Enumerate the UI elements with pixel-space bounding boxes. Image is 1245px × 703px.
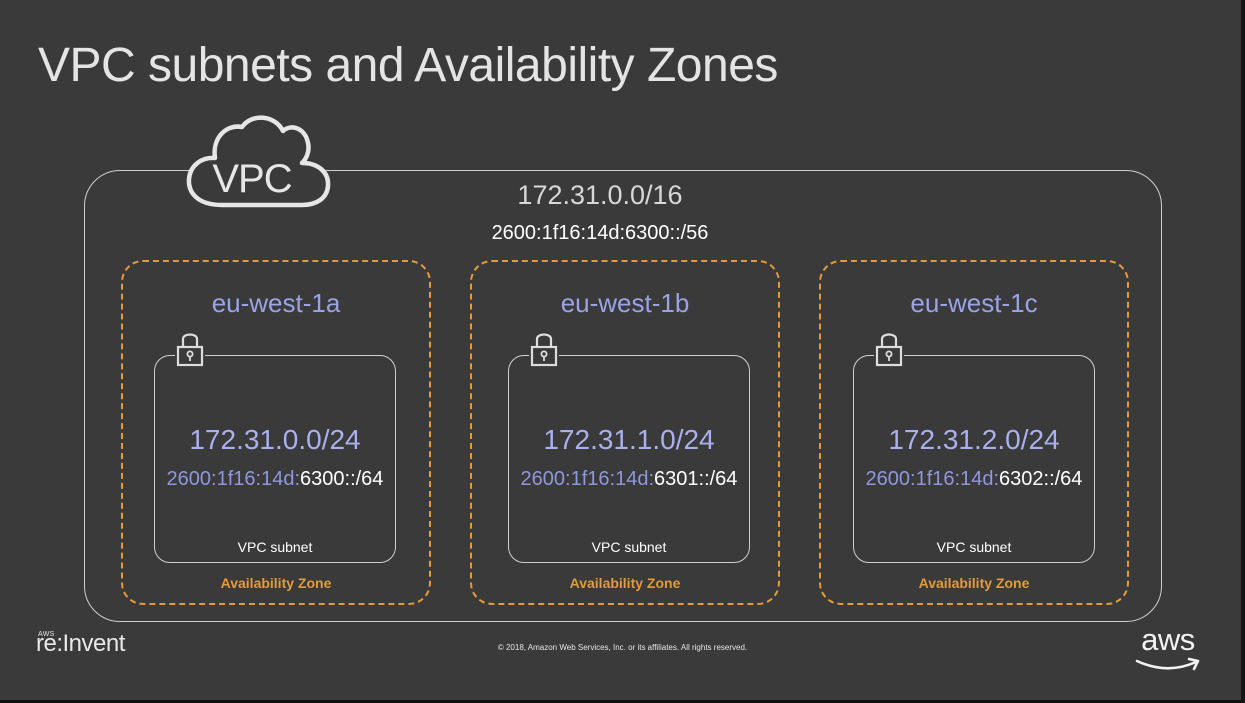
az-label: Availability Zone [918,575,1030,591]
subnet-ipv4-cidr: 172.31.1.0/24 [543,424,715,455]
az-label: Availability Zone [569,575,681,591]
right-edge [1241,0,1245,703]
slide-title: VPC subnets and Availability Zones [38,39,778,92]
az-name: eu-west-1b [560,288,690,318]
lock-icon [175,329,205,369]
bottom-edge [0,700,1245,703]
subnet-ipv4-cidr: 172.31.2.0/24 [888,424,1060,455]
subnet-ipv6-prefix: 2600:1f16:14d: [166,468,301,490]
subnet-label: VPC subnet [237,539,313,555]
vpc-cloud-icon: VPC [186,115,331,208]
reinvent-logo-aws: AWS [38,631,55,638]
subnet-ipv6-suffix: 6301::/64 [654,468,738,490]
reinvent-logo-text: re:Invent [36,630,125,657]
lock-icon [874,329,904,369]
subnet-ipv6-cidr: 2600:1f16:14d:6302::/64 [844,468,1104,491]
az-label: Availability Zone [220,575,332,591]
aws-logo-text: aws [1141,622,1195,657]
subnet-ipv6-prefix: 2600:1f16:14d: [865,468,1000,490]
availability-zone-a: eu-west-1a 172.31.0.0/24 2600:1f16:14d:6… [121,260,431,605]
availability-zone-c: eu-west-1c 172.31.2.0/24 2600:1f16:14d:6… [819,260,1129,605]
vpc-boundary [84,170,1162,622]
subnet-ipv4-cidr: 172.31.0.0/24 [189,424,361,455]
vpc-subnet-c: 172.31.2.0/24 2600:1f16:14d:6302::/64 VP… [853,329,1095,563]
aws-logo: aws [1130,622,1206,678]
subnet-ipv6-cidr: 2600:1f16:14d:6300::/64 [145,468,405,491]
copyright-notice: © 2018, Amazon Web Services, Inc. or its… [497,643,748,652]
aws-smile-icon [1135,657,1200,671]
vpc-icon-label: VPC [212,157,291,201]
subnet-ipv6-suffix: 6302::/64 [999,468,1083,490]
az-name: eu-west-1a [211,288,341,318]
subnet-label: VPC subnet [591,539,667,555]
subnet-ipv6-cidr: 2600:1f16:14d:6301::/64 [499,468,759,491]
subnet-ipv6-prefix: 2600:1f16:14d: [520,468,655,490]
vpc-ipv4-cidr: 172.31.0.0/16 [517,180,683,210]
availability-zone-b: eu-west-1b 172.31.1.0/24 2600:1f16:14d:6… [470,260,780,605]
vpc-subnet-a: 172.31.0.0/24 2600:1f16:14d:6300::/64 VP… [154,329,396,563]
subnet-label: VPC subnet [936,539,1012,555]
az-name: eu-west-1c [910,288,1038,318]
lock-icon [529,329,559,369]
vpc-subnet-b: 172.31.1.0/24 2600:1f16:14d:6301::/64 VP… [508,329,750,563]
vpc-ipv6-cidr: 2600:1f16:14d:6300::/56 [491,222,709,244]
subnet-ipv6-suffix: 6300::/64 [300,468,384,490]
